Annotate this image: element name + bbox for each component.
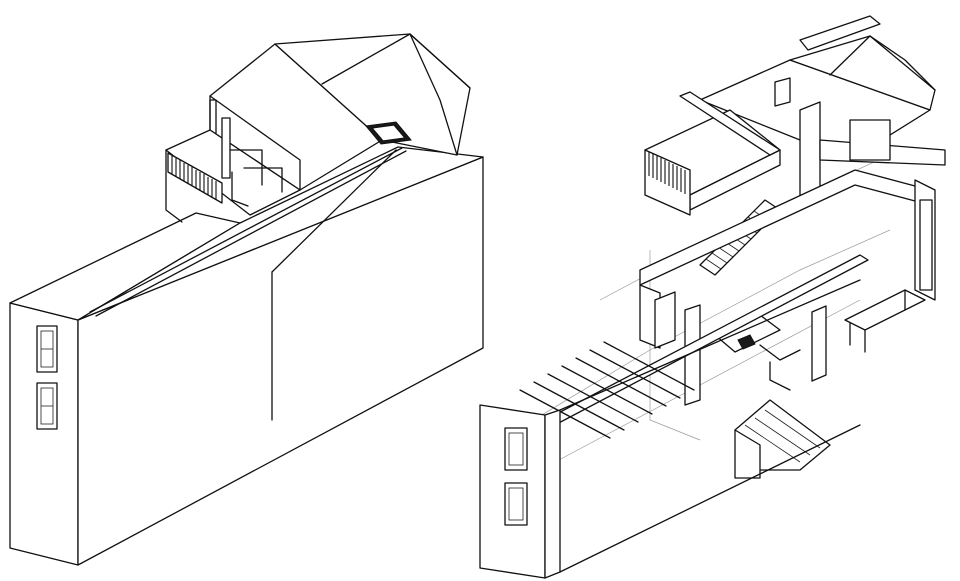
stair-stringer xyxy=(734,429,761,479)
exploded-end-wall xyxy=(479,279,861,579)
upper-column xyxy=(799,101,821,199)
side-wall-crease xyxy=(271,149,397,273)
roof-ridge-cap-edge xyxy=(95,150,407,317)
upper-window xyxy=(849,119,891,161)
end-wall-window-upper xyxy=(504,427,528,471)
bench-top xyxy=(844,289,926,331)
exploded-stair-lower xyxy=(734,399,831,479)
middle-right-window xyxy=(919,199,933,291)
assembled-house-view xyxy=(9,33,484,566)
upper-roof-back xyxy=(274,33,471,156)
exploded-house-view xyxy=(479,15,946,579)
exploded-middle-floor xyxy=(639,169,936,406)
roof-flap xyxy=(799,15,881,51)
middle-column xyxy=(811,305,827,382)
upper-balustrade xyxy=(648,152,686,194)
exploded-upper-floor xyxy=(644,91,946,216)
chimney xyxy=(774,77,791,107)
upper-volume xyxy=(209,33,471,191)
end-wall-windows xyxy=(36,325,58,430)
central-column xyxy=(684,304,701,406)
terrace xyxy=(165,99,301,223)
upper-beam xyxy=(679,91,781,156)
main-block xyxy=(9,146,484,566)
end-wall-window-lower xyxy=(504,482,528,526)
terrace-balustrade xyxy=(167,152,223,204)
main-block-roof-right xyxy=(77,146,484,321)
roof-ridge-cap xyxy=(89,147,403,313)
